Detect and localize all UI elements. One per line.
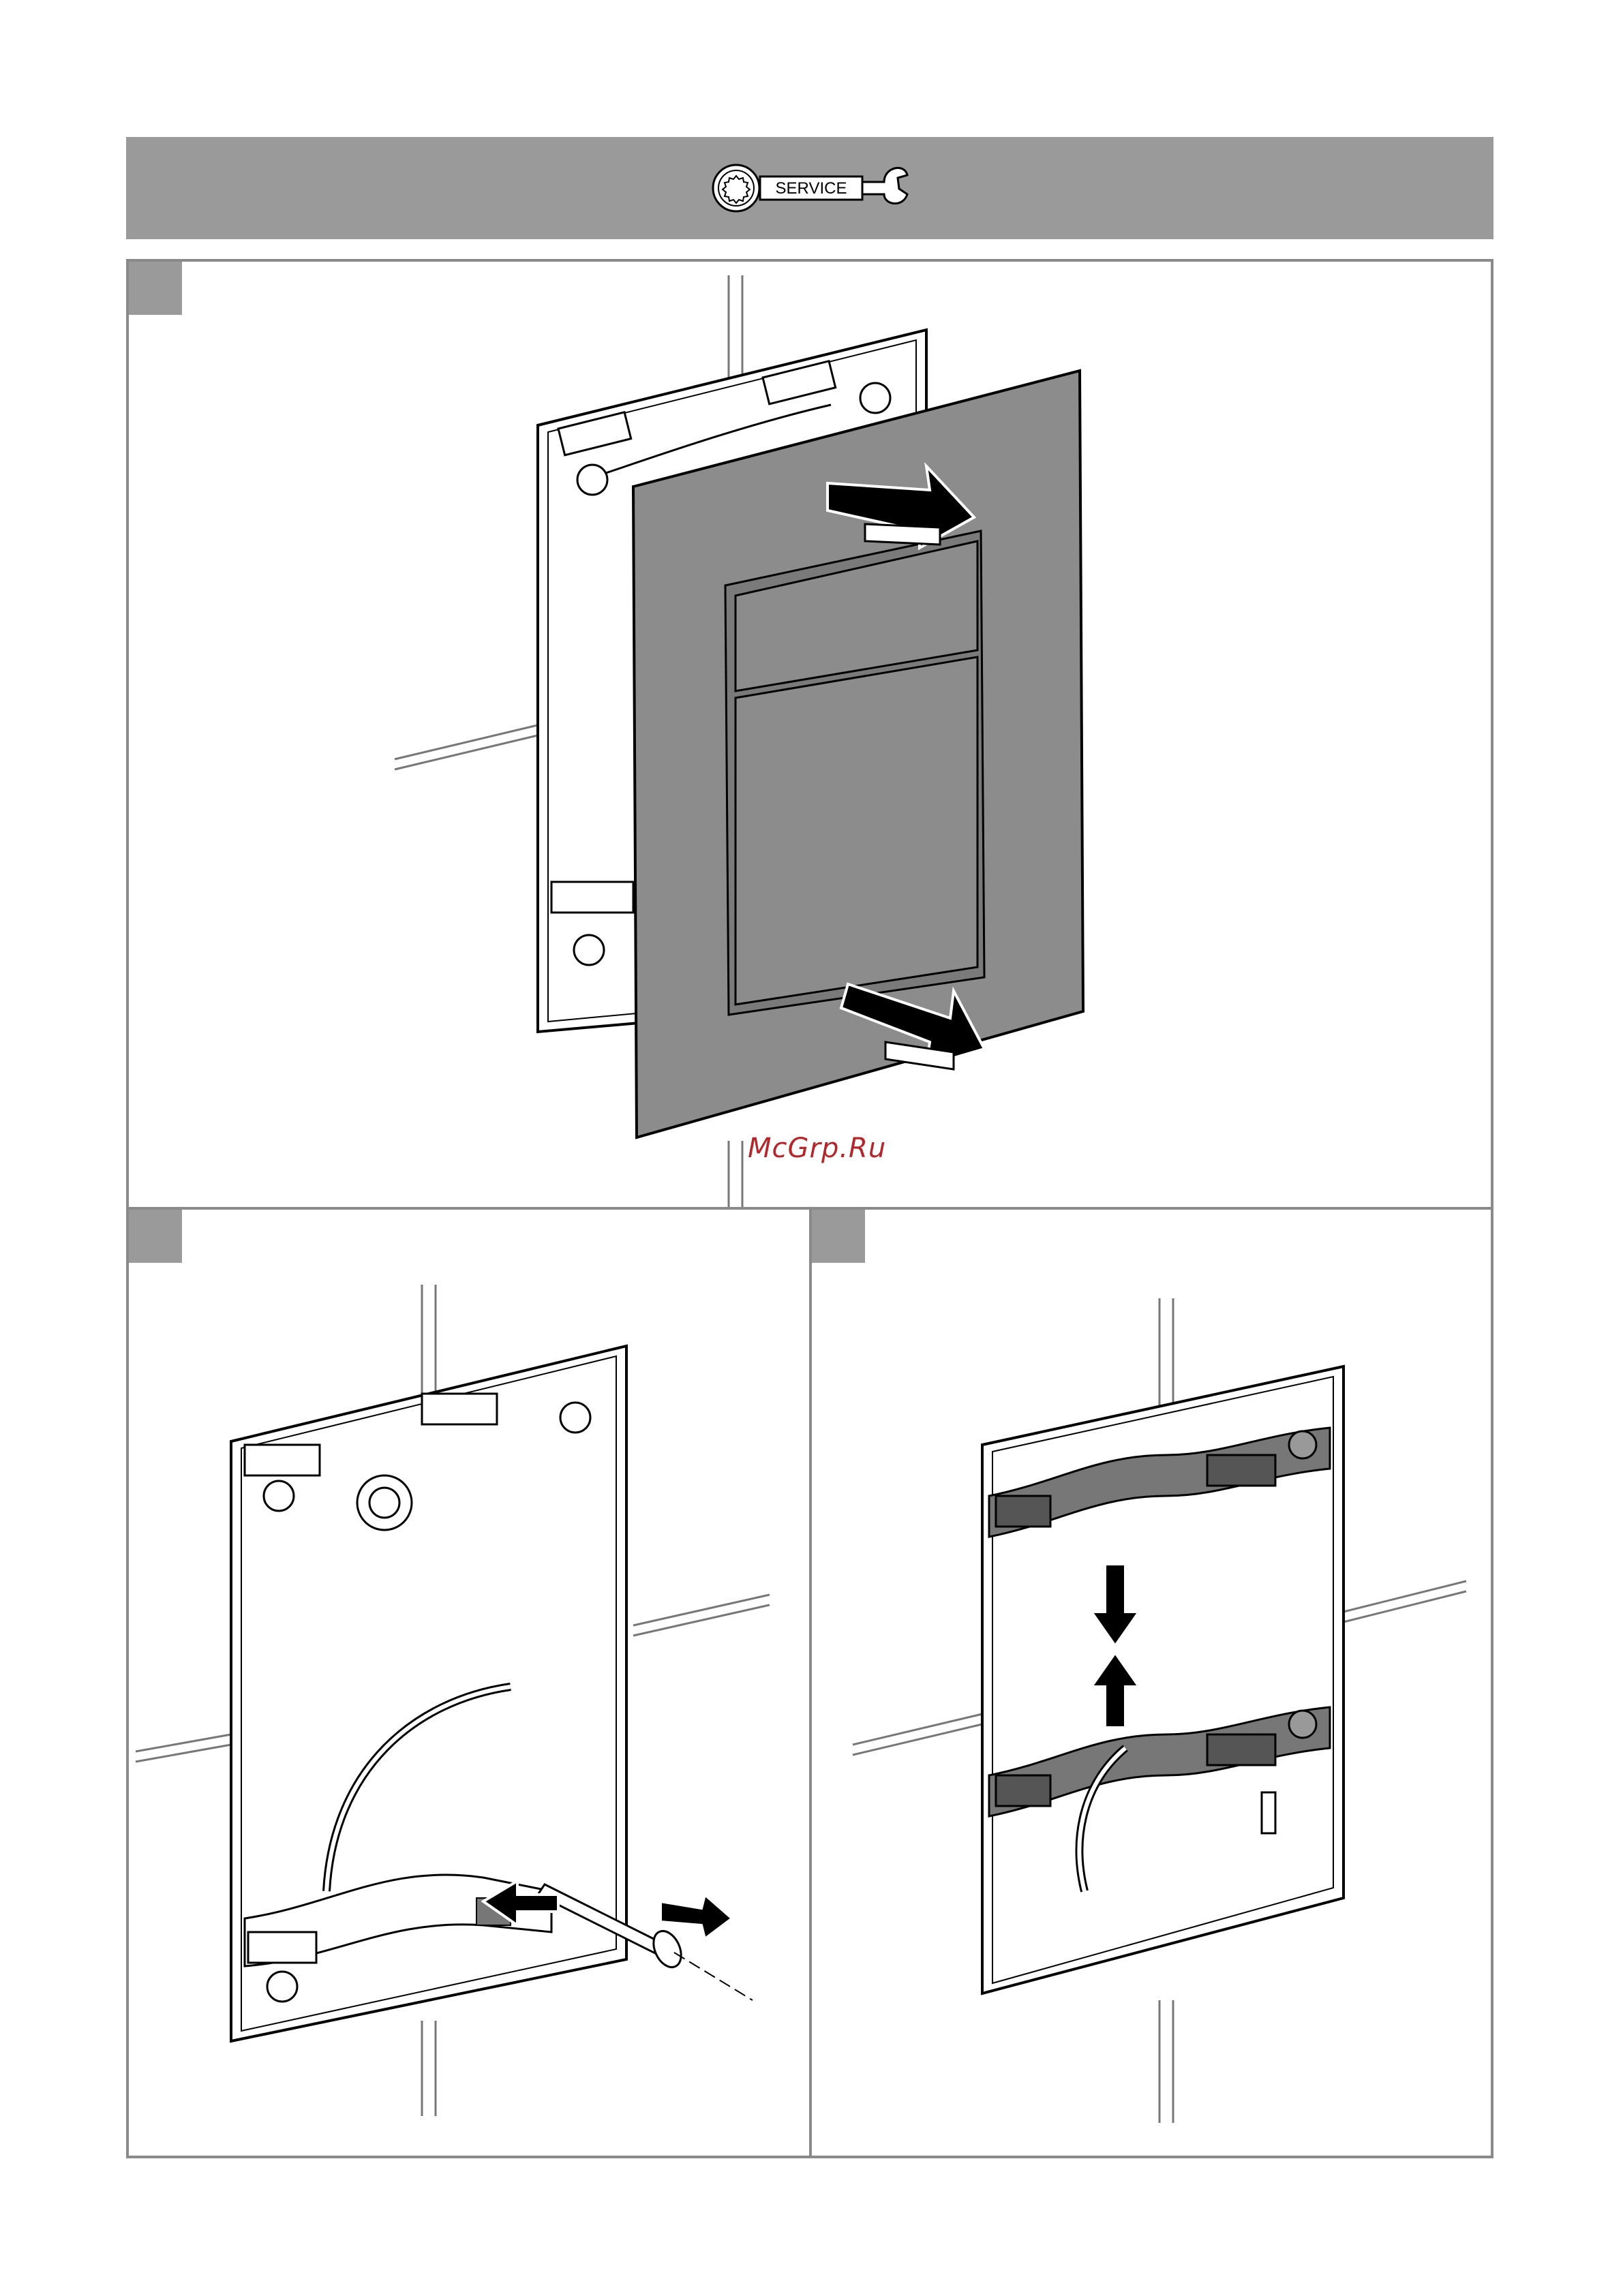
adjust-frame-rails-illustration [812,1210,1493,2158]
remove-cover-plate-illustration [129,262,1493,1210]
step-2-panel [126,1207,812,2158]
watermark-text: McGrp.Ru [748,1133,886,1164]
insert-screw-frame-illustration [129,1210,812,2158]
step-1-panel: McGrp.Ru [126,259,1493,1210]
step-3-panel [809,1207,1493,2158]
header-bar: SERVICE [126,137,1493,239]
service-label: SERVICE [776,179,847,198]
service-wrench-gear-icon: SERVICE [706,157,910,219]
